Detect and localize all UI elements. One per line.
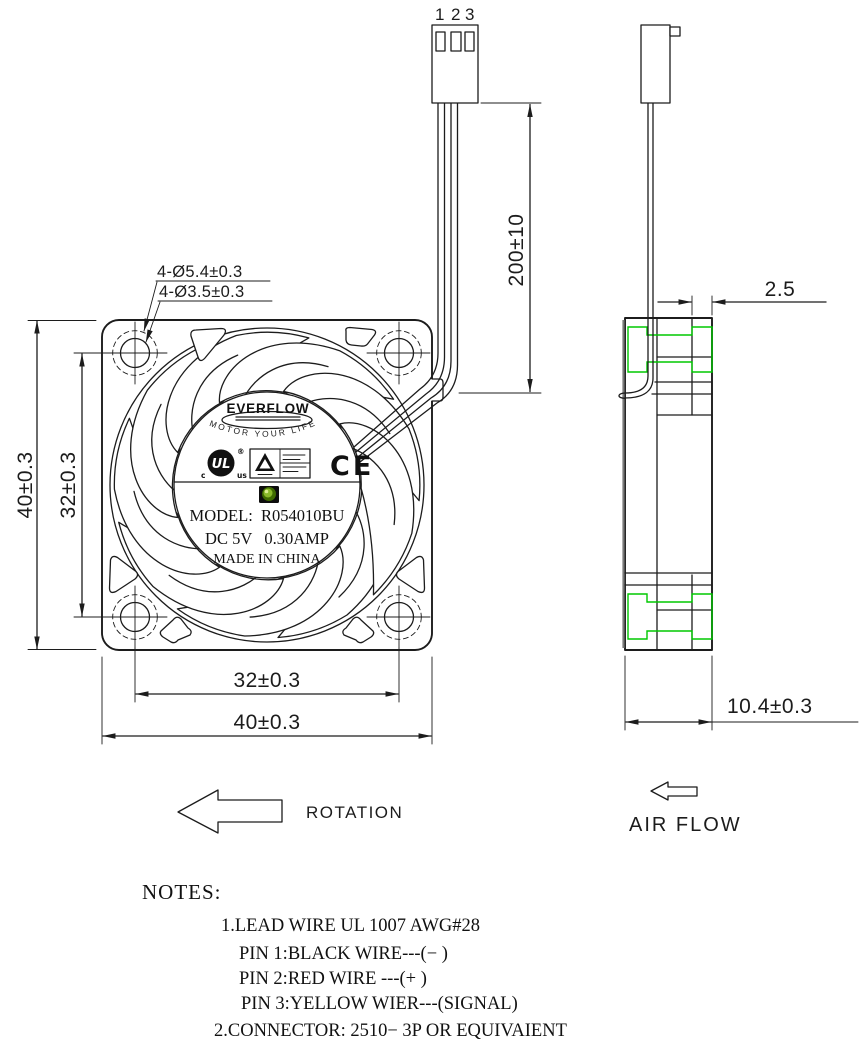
cutout-left-edge [108, 555, 139, 594]
lead-wires-side [618, 102, 654, 399]
hidden-hole-top [627, 326, 713, 373]
ce-mark: CE [330, 451, 374, 482]
callout-leader-outer [143, 281, 158, 332]
mounting-hole-bottom-right [366, 585, 431, 649]
connector-slot-2 [450, 31, 462, 52]
frame-depth-dim: 10.4±0.3 [727, 695, 813, 718]
hole-dashed-circle [376, 330, 422, 376]
side-view [618, 102, 713, 651]
wire-notch-mask [428, 379, 440, 401]
front-view: EVERFLOW MOTOR YOUR LIFE UL ® c us CE [73, 102, 459, 681]
flange-depth-dim: 2.5 [765, 278, 796, 301]
side-inner-horizontals [624, 356, 713, 611]
hole-circle [383, 337, 415, 369]
side-body [624, 317, 713, 651]
bottom-extension-lines [101, 647, 433, 745]
hidden-hole-bottom [627, 593, 713, 640]
cutout-bottom-right [342, 616, 375, 644]
airflow-arrow-icon [650, 781, 698, 801]
ul-mark: UL ® c us [201, 447, 247, 480]
callout-underlines [155, 280, 273, 302]
connector-side [640, 24, 681, 104]
note-line-5: 2.CONNECTOR: 2510− 3P OR EQUIVAIENT [214, 1021, 567, 1041]
frame-width-dim: 40±0.3 [233, 711, 300, 734]
safety-cert-box [249, 448, 311, 479]
connector-side-latch [669, 26, 681, 37]
led-indicator [259, 486, 279, 503]
hub-rating-line: DC 5V 0.30AMP [205, 529, 329, 548]
depth-extension-lines [624, 655, 713, 731]
ul-logo-letters: UL [212, 457, 231, 472]
led-highlight [264, 489, 269, 494]
lead-length-dim: 200±10 [505, 214, 528, 287]
hole-dashed-circle [376, 594, 422, 640]
mounting-hole-top-right [366, 321, 431, 385]
notes-block: NOTES: 1.LEAD WIRE UL 1007 AWG#28 PIN 1:… [142, 880, 567, 1041]
note-line-4: PIN 3:YELLOW WIER---(SIGNAL) [241, 994, 518, 1014]
frame-height-dim: 40±0.3 [14, 451, 37, 518]
rotation-label: ROTATION [306, 803, 403, 822]
connector-side-body [640, 24, 671, 104]
cutout-bottom-left [159, 616, 192, 644]
lead-wires-front [353, 102, 459, 463]
dimensions: 200±10 4-Ø5.4±0.3 4-Ø3.5±0.3 40±0.3 32±0… [14, 102, 859, 745]
flange-extension-lines [691, 295, 713, 316]
rotation-arrow-icon [177, 789, 283, 834]
connector-front: 1 2 3 [431, 5, 479, 104]
hole-pitch-vertical-dim: 32±0.3 [57, 451, 80, 518]
cert-box-dividers [279, 448, 311, 479]
pin-label-2: 2 [451, 5, 461, 24]
connector-slot-1 [435, 31, 446, 52]
hub-circle [173, 391, 361, 579]
triangle-cert-inner [259, 459, 271, 469]
hole-circle [383, 601, 415, 633]
hole-centerlines [366, 321, 431, 385]
cutout-top-right [345, 326, 377, 347]
cutout-top-left [190, 327, 227, 362]
brand-ellipse [221, 410, 313, 430]
cert-fine-print [257, 454, 307, 475]
ul-registered-icon: ® [237, 447, 245, 456]
frame-cutouts [108, 326, 426, 644]
hub-origin-line: MADE IN CHINA [213, 552, 321, 567]
note-line-2: PIN 1:BLACK WIRE---(− ) [239, 944, 448, 964]
hole-centerlines [366, 585, 431, 649]
ul-us-suffix: us [237, 471, 247, 480]
hole-callout-outer: 4-Ø5.4±0.3 [157, 263, 242, 281]
brand-name: EVERFLOW [227, 401, 310, 416]
pin-label-1: 1 [435, 5, 445, 24]
hole-callout-inner: 4-Ø3.5±0.3 [159, 283, 244, 301]
motor-hub: EVERFLOW MOTOR YOUR LIFE UL ® c us CE [173, 391, 374, 579]
callout-leader-inner [145, 301, 161, 343]
airflow-label: AIR FLOW [629, 814, 742, 836]
pin-label-3: 3 [465, 5, 475, 24]
ul-logo-circle [207, 449, 235, 477]
lead-extension-lines [458, 102, 542, 394]
cutout-right-edge [395, 555, 426, 594]
notes-title: NOTES: [142, 880, 222, 904]
led-dot [263, 488, 273, 498]
connector-slot-3 [464, 31, 475, 52]
left-extension-lines [27, 320, 141, 650]
note-line-3: PIN 2:RED WIRE ---(+ ) [239, 969, 427, 989]
airflow-symbol: AIR FLOW [629, 781, 742, 836]
hub-model-line: MODEL: R054010BU [190, 506, 345, 525]
note-line-1: 1.LEAD WIRE UL 1007 AWG#28 [221, 916, 480, 936]
brand-underline [235, 416, 301, 421]
connector-body [431, 24, 479, 104]
hole-pitch-horizontal-dim: 32±0.3 [233, 669, 300, 692]
rotation-symbol: ROTATION [177, 789, 403, 834]
ul-c-suffix: c [201, 471, 205, 480]
